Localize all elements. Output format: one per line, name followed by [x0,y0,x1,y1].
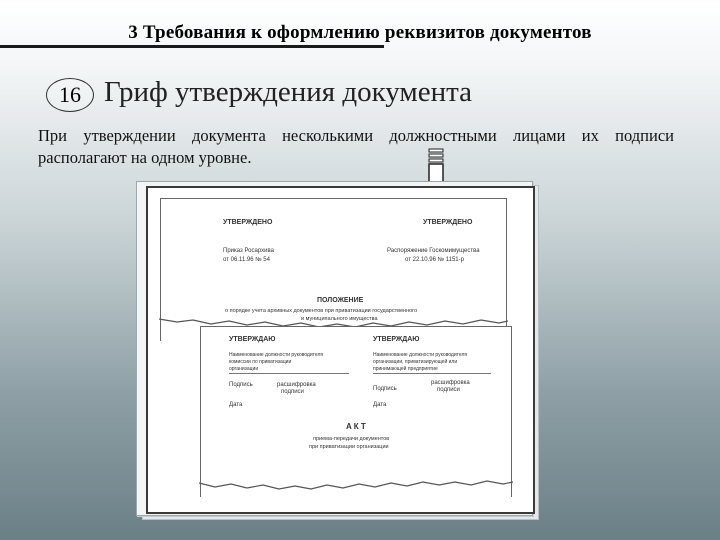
slide-number-badge: 16 [46,78,94,112]
doc2-left-date: Дата [229,402,243,408]
doc2-left-pos-3: организации [229,366,259,372]
scanned-document-image: УТВЕРЖДЕНО УТВЕРЖДЕНО Приказ Росархива о… [146,186,535,514]
doc1-left-ref-2: от 06.11.96 № 54 [223,257,270,263]
doc1-left-ref-1: Приказ Росархива [223,248,274,254]
slide-heading: Гриф утверждения документа [104,76,473,108]
doc2-act-sub-2: при приватизации организации [309,444,389,450]
doc1-subtitle-1: о порядке учета архивных документов при … [225,308,418,314]
doc1-subtitle-2: и муниципального имущества [301,316,378,322]
body-text: При утверждении документа несколькими до… [38,126,674,167]
doc2-left-line [229,373,349,374]
document-akt: УТВЕРЖДАЮ УТВЕРЖДАЮ Наименование должнос… [199,326,513,497]
section-title: 3 Требования к оформлению реквизитов док… [128,22,592,43]
doc2-left-pos-2: комиссии по приватизации [229,359,292,365]
doc2-left-pos-1: Наименование должности руководителя [229,352,324,358]
doc2-left-decode-2: подписи [281,389,304,395]
doc2-left-decode-1: расшифровка [277,382,316,388]
document-polozhenie: УТВЕРЖДЕНО УТВЕРЖДЕНО Приказ Росархива о… [159,198,508,341]
doc1-right-stamp: УТВЕРЖДЕНО [423,219,473,226]
doc2-right-decode-2: подписи [437,387,460,393]
doc2-torn-edge [199,480,513,490]
doc2-right-date: Дата [373,402,387,408]
doc2-left-sign: Подпись [229,382,253,388]
doc2-left-stamp: УТВЕРЖДАЮ [229,336,276,343]
doc2-right-stamp: УТВЕРЖДАЮ [373,336,420,343]
doc2-right-pos-3: принимающей предприятие [373,366,438,372]
doc2-right-pos-2: организации, приватизирующей или [373,359,458,365]
doc1-title: ПОЛОЖЕНИЕ [317,297,364,304]
doc2-act-sub-1: приема-передачи документов [313,436,390,442]
doc2-act-title: АКТ [346,422,368,431]
doc1-right-ref-2: от 22.10.96 № 1151-р [405,257,464,263]
doc2-right-sign: Подпись [373,386,397,392]
doc1-left-stamp: УТВЕРЖДЕНО [223,219,273,226]
doc1-right-ref-1: Распоряжение Госкомимущества [387,248,480,254]
doc2-right-line [373,373,491,374]
doc2-right-decode-1: расшифровка [431,380,470,386]
doc1-torn-edge [159,318,508,328]
doc2-right-pos-1: Наименование должности руководителя [373,352,468,358]
title-underline [0,45,384,48]
